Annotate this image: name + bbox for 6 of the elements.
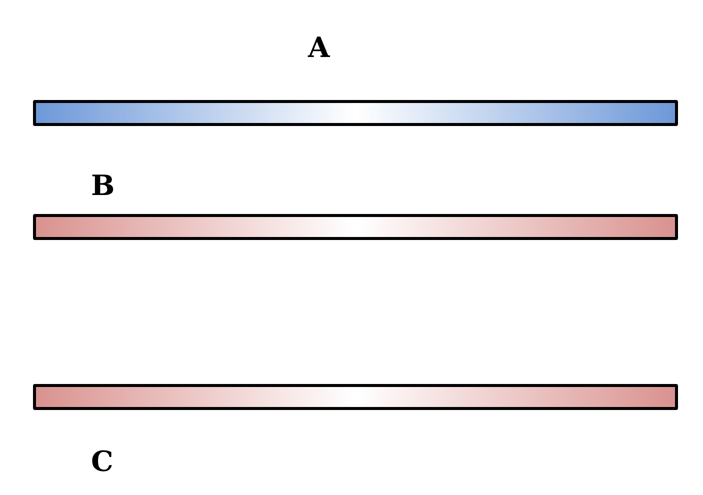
bar-label: A bbox=[308, 33, 330, 63]
bar bbox=[33, 384, 678, 410]
bar-label: C bbox=[91, 447, 114, 477]
bar bbox=[33, 214, 678, 240]
bar-label: B bbox=[91, 171, 115, 201]
bar bbox=[33, 100, 678, 126]
